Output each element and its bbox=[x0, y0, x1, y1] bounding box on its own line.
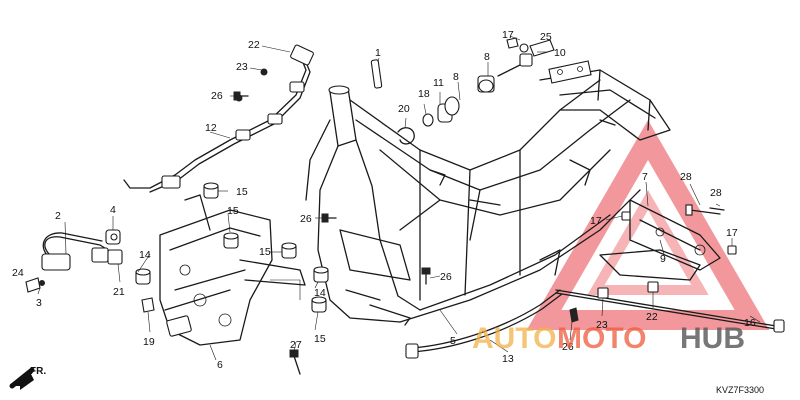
watermark-hub: HUB bbox=[680, 322, 745, 355]
callout-13: 13 bbox=[502, 353, 514, 365]
callout-25: 25 bbox=[540, 31, 552, 43]
callout-15d: 15 bbox=[314, 333, 326, 345]
callout-3: 3 bbox=[36, 297, 42, 309]
leader-lines bbox=[37, 35, 761, 361]
callout-20: 20 bbox=[398, 103, 410, 115]
front-direction-label: FR. bbox=[30, 366, 46, 377]
callout-27: 27 bbox=[290, 339, 302, 351]
part-12-harness bbox=[123, 44, 314, 193]
callout-11: 11 bbox=[433, 77, 444, 89]
callout-14a: 14 bbox=[139, 249, 151, 261]
callout-15a: 15 bbox=[236, 186, 248, 198]
watermark-auto: AUTO bbox=[472, 322, 556, 355]
callout-28b: 28 bbox=[710, 187, 722, 199]
part-13-lower-brace bbox=[405, 289, 563, 359]
callout-23a: 23 bbox=[236, 61, 248, 73]
top-right-hardware bbox=[497, 37, 555, 77]
callout-26c: 26 bbox=[440, 271, 452, 283]
callout-24: 24 bbox=[12, 267, 24, 279]
callout-26a: 26 bbox=[211, 90, 223, 102]
callout-2: 2 bbox=[55, 210, 61, 222]
callout-1: 1 bbox=[375, 47, 381, 59]
callout-15b: 15 bbox=[227, 205, 239, 217]
callout-22a: 22 bbox=[248, 39, 260, 51]
part-1-pin bbox=[370, 59, 383, 89]
bushing-parts bbox=[422, 75, 495, 127]
rubber-mounts bbox=[135, 182, 329, 313]
callout-22b: 22 bbox=[646, 311, 658, 323]
callout-23b: 23 bbox=[596, 319, 608, 331]
callout-8a: 8 bbox=[484, 51, 490, 63]
callout-labels: 1 2 3 4 5 6 7 8 8 9 10 11 12 13 14 14 15… bbox=[12, 29, 756, 371]
callout-12: 12 bbox=[205, 122, 217, 134]
callout-26d: 26 bbox=[562, 341, 574, 353]
callout-4: 4 bbox=[110, 204, 116, 216]
callout-26b: 26 bbox=[300, 213, 312, 225]
part-20-clip bbox=[397, 127, 415, 145]
callout-15c: 15 bbox=[259, 246, 271, 258]
part-6-bracket bbox=[159, 194, 306, 346]
front-direction-arrow-icon bbox=[9, 367, 35, 390]
main-frame bbox=[305, 60, 671, 326]
callout-28a: 28 bbox=[680, 171, 692, 183]
callout-21: 21 bbox=[113, 286, 125, 298]
callout-17c: 17 bbox=[726, 227, 738, 239]
callout-9: 9 bbox=[660, 253, 666, 265]
callout-17b: 17 bbox=[590, 215, 602, 227]
callout-8b: 8 bbox=[453, 71, 459, 83]
callout-16: 16 bbox=[744, 317, 756, 329]
callout-17a: 17 bbox=[502, 29, 514, 41]
callout-19: 19 bbox=[143, 336, 155, 348]
callout-14b: 14 bbox=[314, 287, 326, 299]
callout-7: 7 bbox=[642, 171, 648, 183]
callout-5: 5 bbox=[450, 335, 456, 347]
callout-6: 6 bbox=[217, 359, 223, 371]
callout-10: 10 bbox=[554, 47, 566, 59]
diagram-code: KVZ7F3300 bbox=[716, 385, 764, 395]
watermark-logo: AUTO MOTO HUB bbox=[472, 322, 745, 355]
watermark-moto: MOTO bbox=[557, 322, 646, 355]
bolts bbox=[141, 91, 579, 375]
callout-18: 18 bbox=[418, 88, 430, 100]
part-2-cable-assembly bbox=[25, 229, 123, 293]
